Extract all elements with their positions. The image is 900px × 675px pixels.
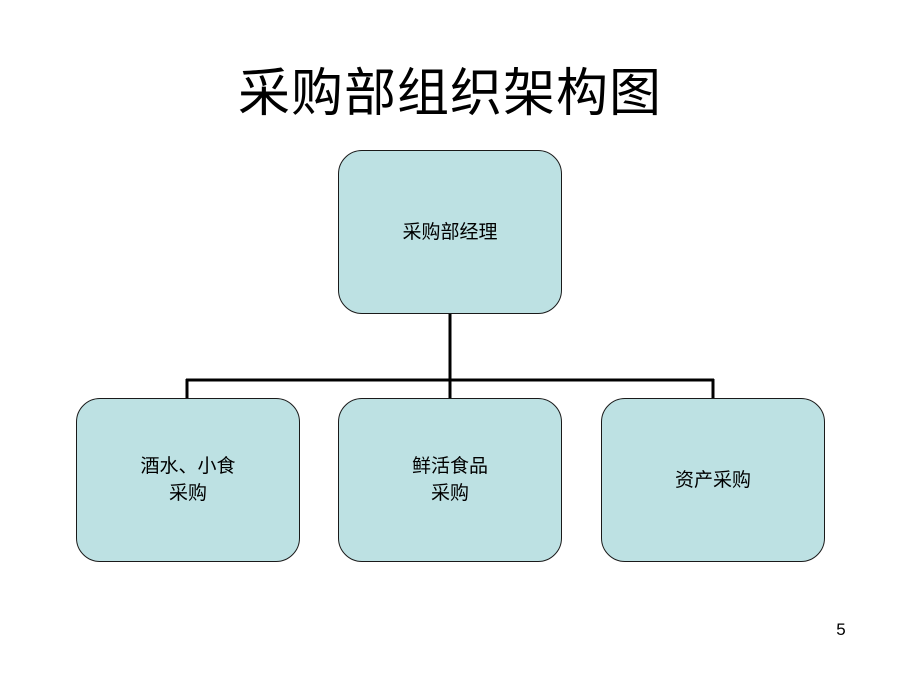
org-node-label: 资产采购 xyxy=(674,468,751,491)
org-node-fresh-food-purchasing: 鲜活食品 采购 xyxy=(338,398,562,562)
page-number: 5 xyxy=(836,620,846,639)
org-node-purchasing-manager: 采购部经理 xyxy=(338,150,562,314)
org-node-label: 酒水、小食 采购 xyxy=(140,455,236,504)
org-node-beverage-snack-purchasing: 酒水、小食 采购 xyxy=(76,398,300,562)
org-node-label: 鲜活食品 采购 xyxy=(411,455,488,504)
org-node-label: 采购部经理 xyxy=(402,220,498,243)
org-node-asset-purchasing: 资产采购 xyxy=(601,398,825,562)
slide-title: 采购部组织架构图 xyxy=(237,64,662,124)
